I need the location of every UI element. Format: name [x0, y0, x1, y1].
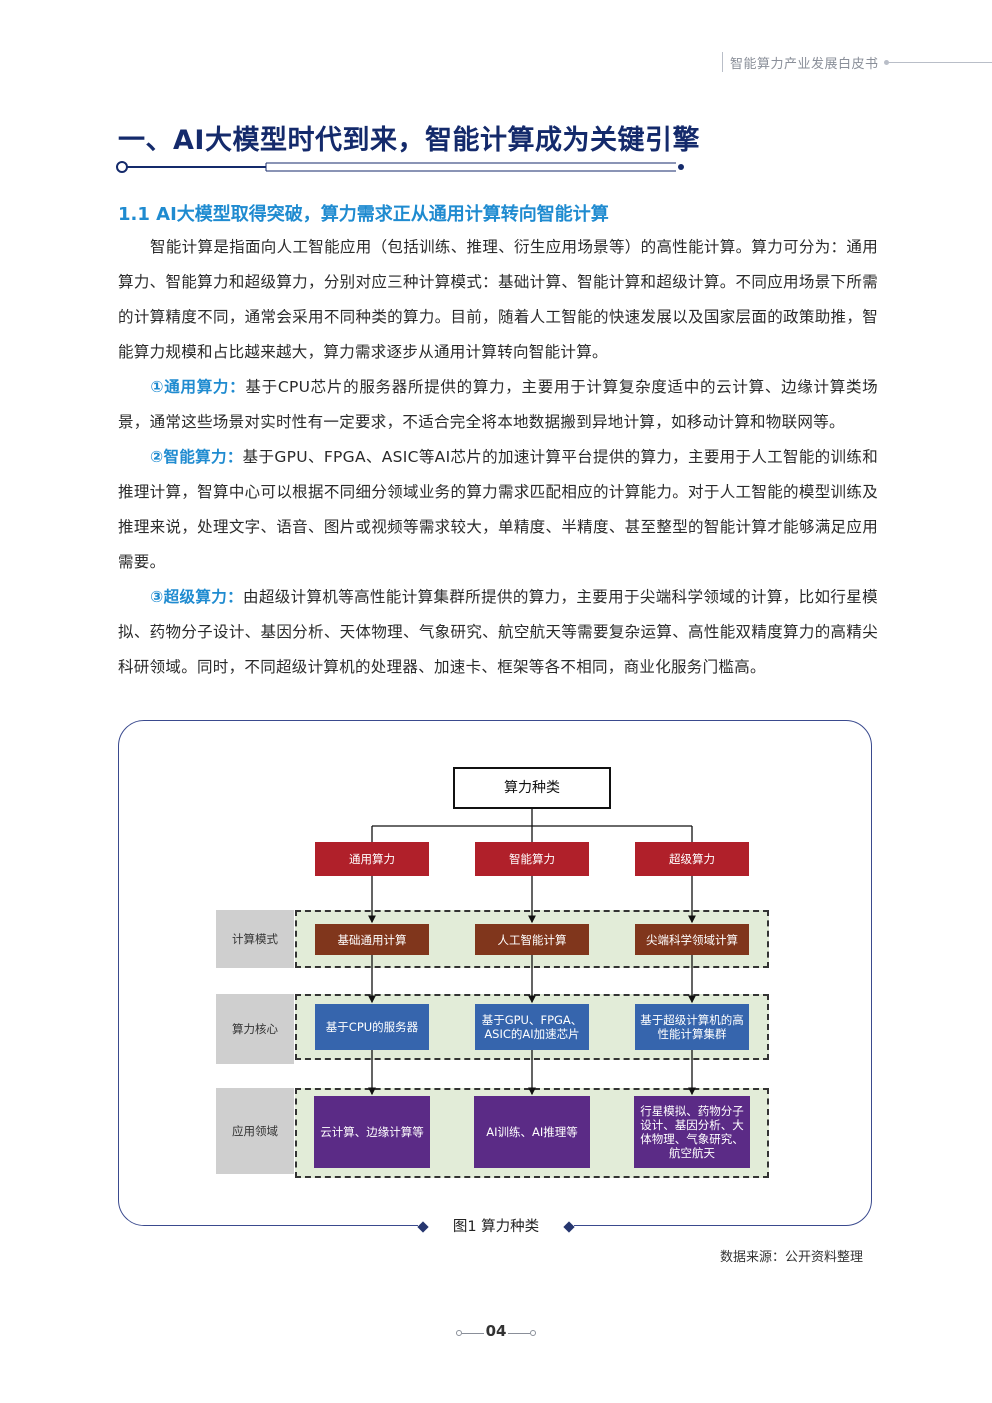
type-intelligent: 智能算力 — [475, 842, 589, 876]
header-rule — [888, 62, 992, 63]
mode-basic: 基础通用计算 — [315, 924, 429, 955]
core-ai-chip: 基于GPU、FPGA、ASIC的AI加速芯片 — [475, 1004, 589, 1050]
page-number-right-dot — [530, 1330, 536, 1336]
super-compute-label: ③超级算力： — [150, 588, 243, 606]
general-compute-label: ①通用算力： — [150, 378, 246, 396]
intelligent-compute-text: 基于GPU、FPGA、ASIC等AI芯片的加速计算平台提供的算力，主要用于人工智… — [118, 448, 878, 571]
paragraph-general-compute: ①通用算力：基于CPU芯片的服务器所提供的算力，主要用于计算复杂度适中的云计算、… — [118, 370, 878, 440]
caption-mask — [418, 1216, 574, 1238]
figure-caption: 图1 算力种类 — [452, 1219, 540, 1235]
app-ai: AI训练、AI推理等 — [474, 1096, 590, 1168]
data-source: 数据来源：公开资料整理 — [720, 1250, 864, 1265]
paragraph-intro: 智能计算是指面向人工智能应用（包括训练、推理、衍生应用场景等）的高性能计算。算力… — [118, 230, 878, 370]
page-number: 04 — [485, 1322, 507, 1340]
page-number-left-rule — [462, 1333, 484, 1334]
header-divider — [722, 52, 723, 72]
type-general: 通用算力 — [315, 842, 429, 876]
paragraph-intelligent-compute: ②智能算力：基于GPU、FPGA、ASIC等AI芯片的加速计算平台提供的算力，主… — [118, 440, 878, 580]
core-cpu: 基于CPU的服务器 — [315, 1004, 429, 1050]
paragraph-intro-text: 智能计算是指面向人工智能应用（包括训练、推理、衍生应用场景等）的高性能计算。算力… — [118, 238, 878, 361]
subsection-title: 1.1 AI大模型取得突破，算力需求正从通用计算转向智能计算 — [118, 204, 609, 225]
row-label-app: 应用领域 — [216, 1088, 294, 1174]
row-label-mode: 计算模式 — [216, 910, 294, 968]
page-number-right-rule — [508, 1333, 530, 1334]
type-super: 超级算力 — [635, 842, 749, 876]
diagram-root-node: 算力种类 — [453, 767, 611, 809]
row-label-core: 算力核心 — [216, 994, 294, 1064]
core-hpc: 基于超级计算机的高性能计算集群 — [635, 1004, 749, 1050]
general-compute-text: 基于CPU芯片的服务器所提供的算力，主要用于计算复杂度适中的云计算、边缘计算类场… — [118, 378, 878, 431]
mode-science: 尖端科学领域计算 — [635, 924, 749, 955]
app-science: 行星模拟、药物分子设计、基因分析、大体物理、气象研究、航空航天 — [634, 1096, 750, 1168]
title-underline — [116, 161, 684, 173]
page-number-left-dot — [456, 1330, 462, 1336]
running-title: 智能算力产业发展白皮书 — [730, 57, 879, 72]
mode-ai: 人工智能计算 — [475, 924, 589, 955]
intelligent-compute-label: ②智能算力： — [150, 448, 243, 466]
header-dot — [884, 60, 889, 65]
super-compute-text: 由超级计算机等高性能计算集群所提供的算力，主要用于尖端科学领域的计算，比如行星模… — [118, 588, 878, 676]
app-cloud: 云计算、边缘计算等 — [314, 1096, 430, 1168]
section-title: 一、AI大模型时代到来，智能计算成为关键引擎 — [118, 125, 700, 156]
running-header: 智能算力产业发展白皮书 — [722, 50, 992, 72]
paragraph-super-compute: ③超级算力：由超级计算机等高性能计算集群所提供的算力，主要用于尖端科学领域的计算… — [118, 580, 878, 685]
